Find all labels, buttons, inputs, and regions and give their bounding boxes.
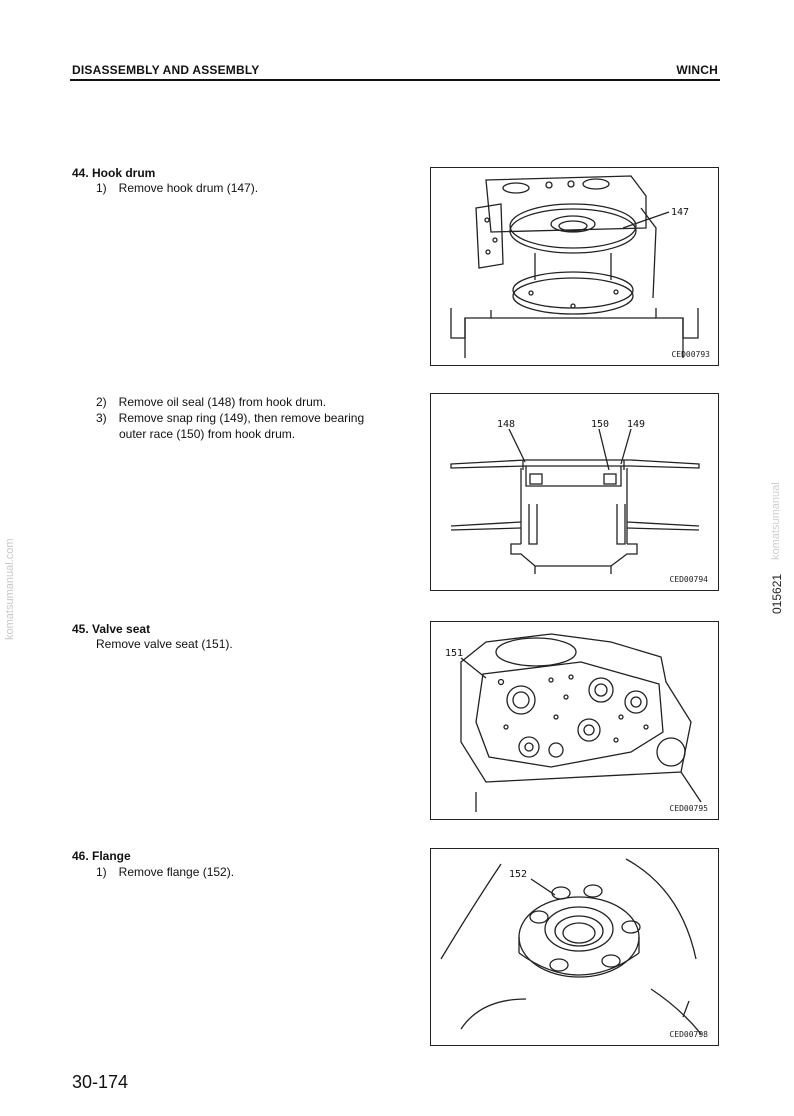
- figure-code-ced00798: CED00798: [669, 1030, 708, 1039]
- valve-seat-illustration: 151: [445, 633, 702, 812]
- hook-drum-cross-section: 148 150 149: [450, 419, 700, 574]
- figure-code-ced00793: CED00793: [671, 350, 710, 359]
- callout-150: 150: [591, 419, 609, 430]
- step-remove-valve-seat: Remove valve seat (151).: [96, 637, 233, 651]
- callout-151: 151: [445, 648, 463, 659]
- step-remove-hook-drum: 1) Remove hook drum (147).: [96, 181, 259, 195]
- figure-flange: 152 CED00798: [430, 848, 719, 1046]
- right-watermark: komatsumanual: [770, 482, 782, 560]
- callout-152: 152: [509, 869, 527, 880]
- step-remove-outer-race: outer race (150) from hook drum.: [119, 427, 296, 441]
- figure-hook-drum: 147 CED00793: [430, 167, 719, 366]
- step-remove-flange: 1) Remove flange (152).: [96, 865, 235, 879]
- header-chapter-title: WINCH: [676, 63, 718, 77]
- right-margin-code: 015621: [770, 573, 784, 614]
- section-title-flange: 46. Flange: [72, 849, 131, 863]
- figure-code-ced00794: CED00794: [669, 575, 708, 584]
- header-section-title: DISASSEMBLY AND ASSEMBLY: [72, 63, 260, 77]
- figure-code-ced00795: CED00795: [669, 804, 708, 813]
- callout-148: 148: [497, 419, 515, 430]
- page-number: 30-174: [72, 1072, 129, 1092]
- section-title-hook-drum: 44. Hook drum: [72, 166, 156, 180]
- callout-149: 149: [627, 419, 645, 430]
- left-watermark: komatsumanual.com: [4, 538, 16, 641]
- hook-drum-illustration: 147: [450, 175, 699, 358]
- section-title-valve-seat: 45. Valve seat: [72, 622, 151, 636]
- step-remove-snap-ring: 3) Remove snap ring (149), then remove b…: [96, 411, 365, 425]
- callout-147: 147: [671, 207, 689, 218]
- header-rule: [70, 79, 720, 81]
- figure-hook-drum-section: 148 150 149 CED00794: [430, 393, 719, 591]
- step-remove-oil-seal: 2) Remove oil seal (148) from hook drum.: [96, 395, 327, 409]
- flange-illustration: 152: [440, 858, 702, 1035]
- figure-valve-seat: 151 CED00795: [430, 621, 719, 820]
